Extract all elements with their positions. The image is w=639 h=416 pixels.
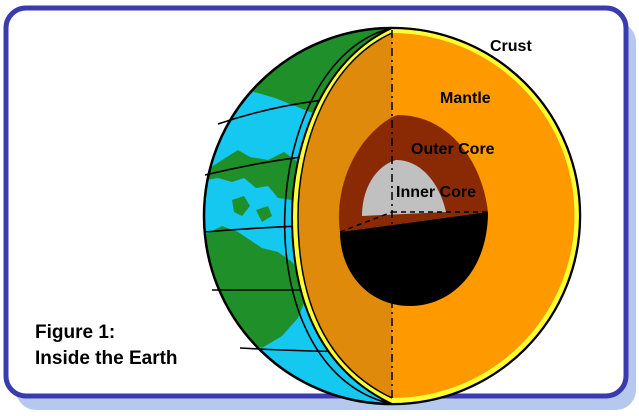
label-mantle: Mantle <box>440 90 491 107</box>
land-islands <box>232 196 272 222</box>
label-outer-core: Outer Core <box>411 141 495 158</box>
cutaway <box>290 26 581 406</box>
crust-edge <box>297 32 393 399</box>
core-lower-cut <box>340 212 488 306</box>
figure-caption-line-2: Inside the Earth <box>35 348 178 369</box>
label-inner-core: Inner Core <box>396 184 476 201</box>
core-section-edge-left <box>339 211 393 233</box>
land-middle <box>204 150 310 200</box>
label-crust: Crust <box>490 38 532 55</box>
figure-caption-line-1: Figure 1: <box>35 322 115 343</box>
inner-core <box>362 160 446 216</box>
